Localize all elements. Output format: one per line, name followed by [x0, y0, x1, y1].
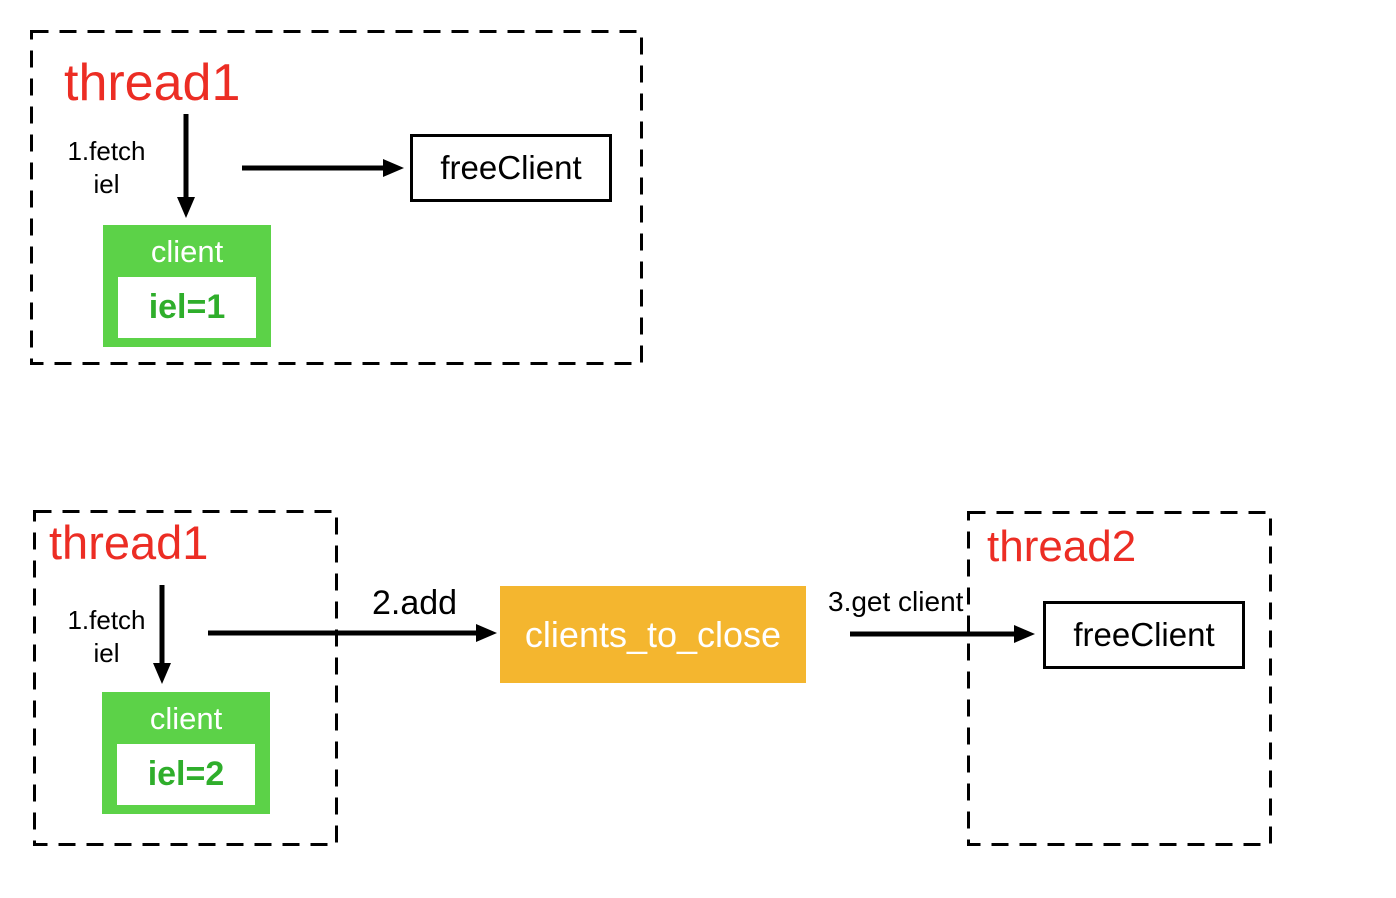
client-box-bottom: client iel=2 — [102, 692, 270, 814]
free-client-box-bottom: freeClient — [1043, 601, 1245, 669]
client-title-top: client — [150, 234, 224, 269]
client-value-top: iel=1 — [148, 288, 226, 326]
thread1-bottom-label: thread1 — [49, 516, 209, 569]
thread1-top-label: thread1 — [64, 54, 241, 112]
client-value-bottom: iel=2 — [147, 755, 225, 793]
clients-to-close-box: clients_to_close — [500, 586, 806, 683]
add-step-label: 2.add — [372, 584, 458, 622]
thread1-top-boundary-box — [30, 30, 643, 365]
fetch-step-label-bottom: 1.fetch iel — [39, 604, 174, 670]
free-client-label-top: freeClient — [440, 149, 582, 186]
fetch-step-label-top: 1.fetch iel — [39, 135, 174, 201]
client-value-box-bottom: iel=2 — [117, 744, 255, 805]
free-client-label-bottom: freeClient — [1073, 616, 1215, 653]
fetch-step-label-top-line1: 1.fetch — [67, 136, 146, 166]
thread2-boundary-box — [967, 511, 1272, 846]
fetch-step-label-bottom-line1: 1.fetch — [67, 605, 146, 635]
get-client-step-label: 3.get client — [826, 586, 966, 618]
fetch-step-label-bottom-line2: iel — [93, 638, 120, 668]
clients-to-close-label: clients_to_close — [524, 613, 782, 655]
thread2-label: thread2 — [987, 522, 1137, 571]
fetch-step-label-top-line2: iel — [93, 169, 120, 199]
client-value-box-top: iel=1 — [118, 277, 256, 338]
client-box-top: client iel=1 — [103, 225, 271, 347]
client-title-bottom: client — [149, 701, 223, 736]
thread1-bottom-boundary-box — [33, 510, 338, 846]
free-client-box-top: freeClient — [410, 134, 612, 202]
